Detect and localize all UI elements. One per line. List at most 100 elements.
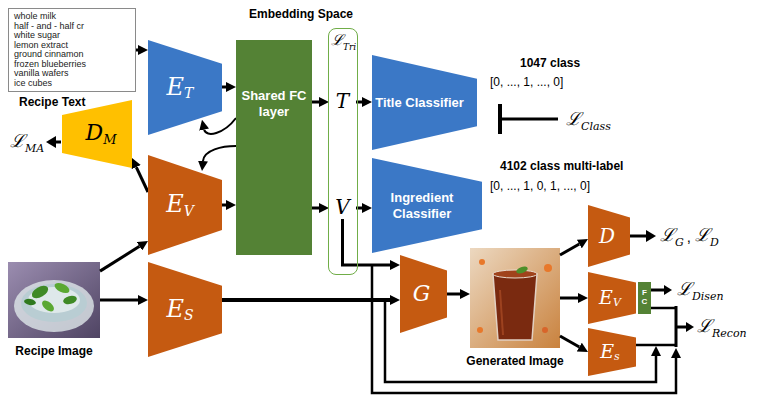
style-encoder-copy: Es [588, 328, 636, 376]
loss-subscript: Recon [712, 328, 747, 339]
label-vector: [0, ..., 1, ..., 0] [490, 76, 563, 88]
flow-arrow [222, 298, 390, 302]
ingredient-line: ground cinnamon [14, 50, 130, 60]
trapezoid-outline [372, 158, 482, 253]
loss-symbol: ℒ [10, 132, 25, 150]
symbol-label: ET [167, 75, 194, 101]
image-discriminator: D [588, 205, 630, 267]
symbol-letter: D [86, 120, 104, 145]
loss-arrowheads [46, 136, 694, 358]
flow-arrow [203, 146, 236, 161]
symbol-subscript: s [614, 350, 620, 363]
flow-arrow [100, 246, 140, 271]
loss-symbol: ℒ [695, 226, 710, 244]
flow-arrow [222, 204, 226, 207]
flow-arrow [447, 293, 460, 296]
flow-arrow [356, 101, 362, 104]
loss-symbol: ℒ [697, 317, 712, 335]
image-embedding: V [329, 195, 356, 219]
symbol-label: ES [166, 297, 193, 323]
loss-subscript: Class [581, 121, 611, 132]
ingredient-line: half - and - half cr [14, 22, 130, 32]
trapezoid-outline [588, 272, 636, 324]
modality-discriminator: DM [62, 100, 132, 168]
symbol-label: DM [86, 122, 117, 145]
recipe-photo [8, 262, 100, 338]
symbol-subscript: V [613, 296, 621, 309]
symbol-subscript: M [103, 132, 116, 147]
separator: , [687, 229, 691, 244]
trapezoid-outline [588, 328, 636, 376]
image-encoder-copy: EV [588, 272, 636, 324]
flow-arrow [312, 207, 319, 210]
flow-arrow [560, 336, 579, 347]
style-encoder: ES [148, 262, 222, 357]
loss-symbol: ℒ [660, 226, 675, 244]
generator: G [400, 255, 447, 333]
recipe-image: Recipe Image [8, 262, 100, 338]
class-count: 1047 class [520, 57, 580, 69]
loss-subscript: D [710, 237, 719, 248]
box-label: Shared FC layer [236, 88, 312, 119]
symbol-subscript: T [184, 85, 193, 101]
trapezoid-outline [148, 40, 222, 135]
ingredient-line: ice cubes [14, 79, 130, 89]
ingredient-classifier: Ingredient Classifier [372, 158, 482, 253]
symbol-label: Es [600, 342, 620, 363]
flow-arrow [560, 244, 579, 255]
flow-arrow [136, 167, 148, 192]
loss-symbol: ℒ [566, 110, 581, 128]
flow-arrow [136, 49, 138, 52]
loss-connectors [55, 104, 686, 393]
trapezoid-outline [588, 205, 630, 267]
box-heading: Generated Image [466, 354, 563, 368]
block-label: FC [641, 289, 649, 307]
box-label: Title Classifier [375, 95, 464, 111]
image-encoder: EV [148, 155, 222, 255]
loss-symbol: ℒ [331, 33, 343, 48]
trapezoid-outline [372, 55, 477, 150]
title-classifier: Title Classifier [372, 55, 477, 150]
box-label: T [336, 89, 349, 113]
loss-subscript: MA [25, 143, 44, 154]
fc-block: FC [638, 282, 651, 314]
trapezoid-outline [400, 255, 447, 333]
box-heading: Embedding Space [249, 7, 353, 21]
class-count: 4102 class multi-label [500, 160, 623, 172]
text-encoder: ET [148, 40, 222, 135]
ingredient-line: frozen blueberries [14, 60, 130, 70]
flow-arrow [560, 297, 578, 300]
flow-arrow [312, 101, 319, 104]
symbol-letter: E [166, 295, 184, 323]
box-heading: Recipe Image [15, 344, 92, 358]
box-label: D [599, 224, 615, 248]
box-label: G [413, 281, 431, 307]
box-label: V [335, 195, 349, 219]
trapezoid-outline [148, 155, 222, 255]
symbol-label: EV [599, 288, 621, 309]
loss-subscript: Tri [343, 43, 356, 52]
symbol-letter: E [167, 73, 185, 101]
flow-arrow [100, 299, 138, 302]
loss-subscript: G [675, 237, 684, 248]
shared-fc-layer: Shared FC layer [236, 40, 312, 255]
trapezoid-outline [62, 100, 132, 168]
recipe-text-box: whole milkhalf - and - half crwhite suga… [8, 8, 136, 92]
generated-image: Generated Image [470, 248, 560, 348]
ingredient-line: vanilla wafers [14, 69, 130, 79]
flow-arrow [222, 86, 226, 89]
generated-photo [470, 248, 560, 348]
symbol-label: EV [166, 192, 194, 218]
loss-subscript: Disen [692, 291, 724, 302]
ingredient-line: white sugar [14, 31, 130, 41]
flow-arrow [356, 207, 362, 210]
embedding-space: Embedding SpaceTV [328, 28, 358, 275]
symbol-letter: E [166, 190, 184, 218]
ingredient-line: lemon extract [14, 41, 130, 51]
trapezoid-outline [148, 262, 222, 357]
flow-arrow [204, 118, 236, 134]
symbol-subscript: V [184, 203, 194, 219]
box-heading: Recipe Text [19, 95, 85, 109]
loss-symbol: ℒ [677, 280, 692, 298]
